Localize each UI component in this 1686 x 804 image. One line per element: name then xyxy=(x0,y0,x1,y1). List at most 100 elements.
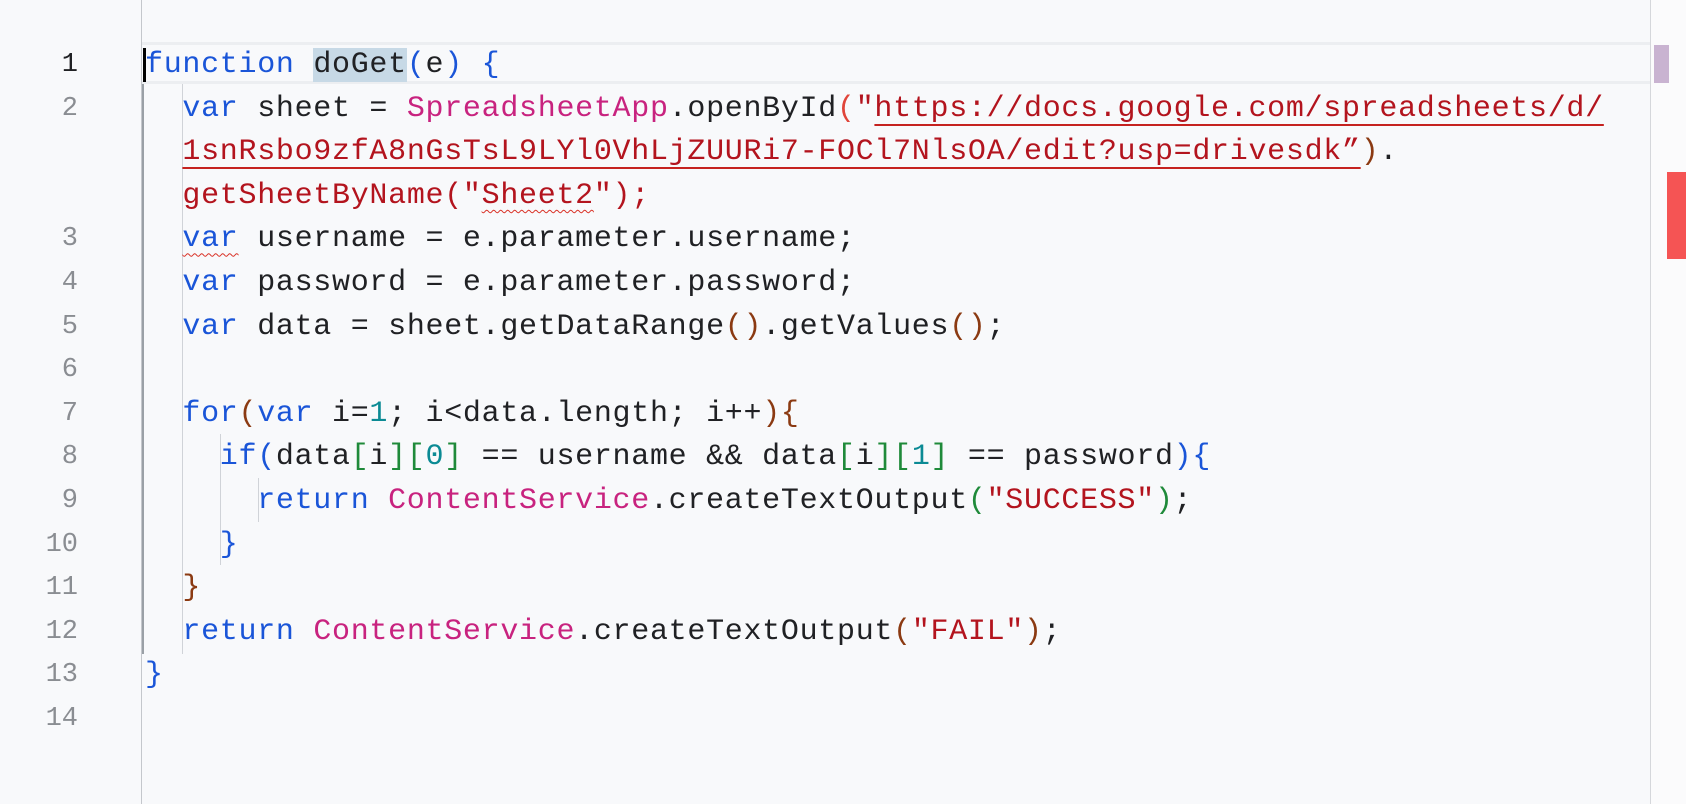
code-token: . xyxy=(1379,135,1399,170)
code-token: .getValues xyxy=(762,309,950,344)
vertical-scrollbar[interactable] xyxy=(1650,0,1686,804)
code-token xyxy=(463,48,482,82)
indent-guide xyxy=(182,84,183,654)
code-token: "); xyxy=(593,178,650,213)
code-token: i xyxy=(369,440,389,475)
code-token: ] xyxy=(930,440,950,475)
current-line-highlight xyxy=(142,42,1650,84)
code-token: [ xyxy=(893,440,912,475)
code-token: ; xyxy=(1042,614,1062,649)
line-number: 5 xyxy=(61,311,78,342)
line-number: 13 xyxy=(45,660,78,691)
code-token: () xyxy=(949,309,987,344)
code-token: ( xyxy=(257,440,276,475)
scrollbar-error-marker[interactable] xyxy=(1667,172,1686,259)
code-token: == password xyxy=(949,440,1174,475)
code-token: { xyxy=(481,48,501,82)
code-line[interactable]: 1snRsbo9zfA8nGsTsL9LYl0VhLjZUURi7-FOCl7N… xyxy=(182,130,1398,174)
code-line[interactable]: getSheetByName("Sheet2"); xyxy=(182,174,650,218)
code-token: i= xyxy=(313,396,370,431)
line-number: 9 xyxy=(61,486,78,516)
code-token: var xyxy=(182,309,239,344)
code-token: ContentService xyxy=(388,484,650,518)
code-token: "FAIL" xyxy=(911,614,1025,649)
code-token: i xyxy=(855,440,875,475)
text-cursor xyxy=(143,48,146,82)
line-number: 1 xyxy=(61,50,78,80)
code-token: ] xyxy=(388,440,407,475)
code-token: Sheet2 xyxy=(481,178,594,213)
code-token: ( xyxy=(893,614,912,649)
code-line[interactable]: function doGet(e) { xyxy=(145,43,500,87)
code-token: 1 xyxy=(369,396,389,431)
code-line[interactable]: var sheet = SpreadsheetApp.openById("htt… xyxy=(182,87,1603,131)
fold-indicator-bar xyxy=(142,84,144,654)
code-token: [ xyxy=(350,440,370,475)
code-token: { xyxy=(780,396,800,431)
code-token: .openById xyxy=(668,91,837,126)
code-token: SpreadsheetApp xyxy=(406,91,669,126)
code-token: ; i<data.length; i++ xyxy=(388,396,763,431)
code-token: for xyxy=(182,396,239,431)
code-line[interactable]: for(var i=1; i<data.length; i++){ xyxy=(182,392,799,436)
code-token: if xyxy=(219,440,258,475)
scrollbar-cursor-marker xyxy=(1654,45,1669,83)
code-token: getSheetByName(" xyxy=(182,178,482,213)
line-number: 10 xyxy=(45,529,78,560)
code-token: [ xyxy=(406,440,426,475)
code-token: ( xyxy=(967,484,987,518)
line-number: 8 xyxy=(61,442,78,473)
line-number xyxy=(0,174,78,218)
code-token: } xyxy=(145,658,164,693)
code-token: password = e.parameter.password; xyxy=(238,266,856,300)
code-token: var xyxy=(182,222,239,257)
code-token: [ xyxy=(837,440,856,475)
indent-guide xyxy=(220,434,221,565)
code-token: var xyxy=(182,266,239,300)
code-token: ) xyxy=(1360,135,1380,170)
code-line[interactable]: var password = e.parameter.password; xyxy=(182,261,855,305)
code-token: data xyxy=(275,440,351,475)
code-token: 0 xyxy=(425,440,445,475)
code-line[interactable]: if(data[i][0] == username && data[i][1] … xyxy=(220,435,1211,479)
code-token: "SUCCESS" xyxy=(986,484,1155,518)
code-line[interactable]: return ContentService.createTextOutput("… xyxy=(257,479,1192,523)
code-line[interactable]: var data = sheet.getDataRange ().getValue… xyxy=(182,305,1005,349)
code-token: ( xyxy=(406,48,426,82)
code-token: ; xyxy=(986,309,1006,344)
line-number xyxy=(0,130,78,174)
code-token: 1 xyxy=(911,440,931,475)
line-number: 7 xyxy=(61,398,78,429)
line-number: 2 xyxy=(61,93,78,124)
code-token: ( xyxy=(837,91,856,126)
code-token: ) xyxy=(1024,614,1043,649)
code-token: username = e.parameter.username; xyxy=(238,222,856,257)
code-line[interactable]: return ContentService.createTextOutput("… xyxy=(182,610,1061,654)
line-number: 3 xyxy=(61,224,78,255)
line-number: 11 xyxy=(45,573,78,604)
indent-guide xyxy=(258,478,259,522)
code-token: ; xyxy=(1173,484,1193,518)
code-token: .createTextOutput xyxy=(649,484,968,518)
code-token: ) xyxy=(762,396,781,431)
code-token: { xyxy=(1192,440,1212,475)
code-token: function xyxy=(145,48,314,82)
line-number: 14 xyxy=(45,704,78,734)
code-token: ) xyxy=(1154,484,1174,518)
line-number: 12 xyxy=(45,616,78,647)
line-number: 4 xyxy=(61,268,78,298)
code-token: data = sheet.getDataRange xyxy=(238,309,725,344)
code-line[interactable]: var username = e.parameter.username; xyxy=(182,217,855,261)
code-token: var xyxy=(182,91,239,126)
code-editor[interactable]: function doGet(e) {var sheet = Spreadshe… xyxy=(142,0,1650,804)
code-token: e xyxy=(425,48,445,82)
code-line[interactable]: } xyxy=(182,566,201,610)
code-line[interactable]: } xyxy=(220,523,239,567)
code-token: doGet xyxy=(313,48,407,82)
code-token: ] xyxy=(874,440,894,475)
code-line[interactable]: } xyxy=(145,653,164,697)
code-token: ) xyxy=(1173,440,1193,475)
code-token: ( xyxy=(238,396,258,431)
code-token: ContentService xyxy=(313,614,576,649)
